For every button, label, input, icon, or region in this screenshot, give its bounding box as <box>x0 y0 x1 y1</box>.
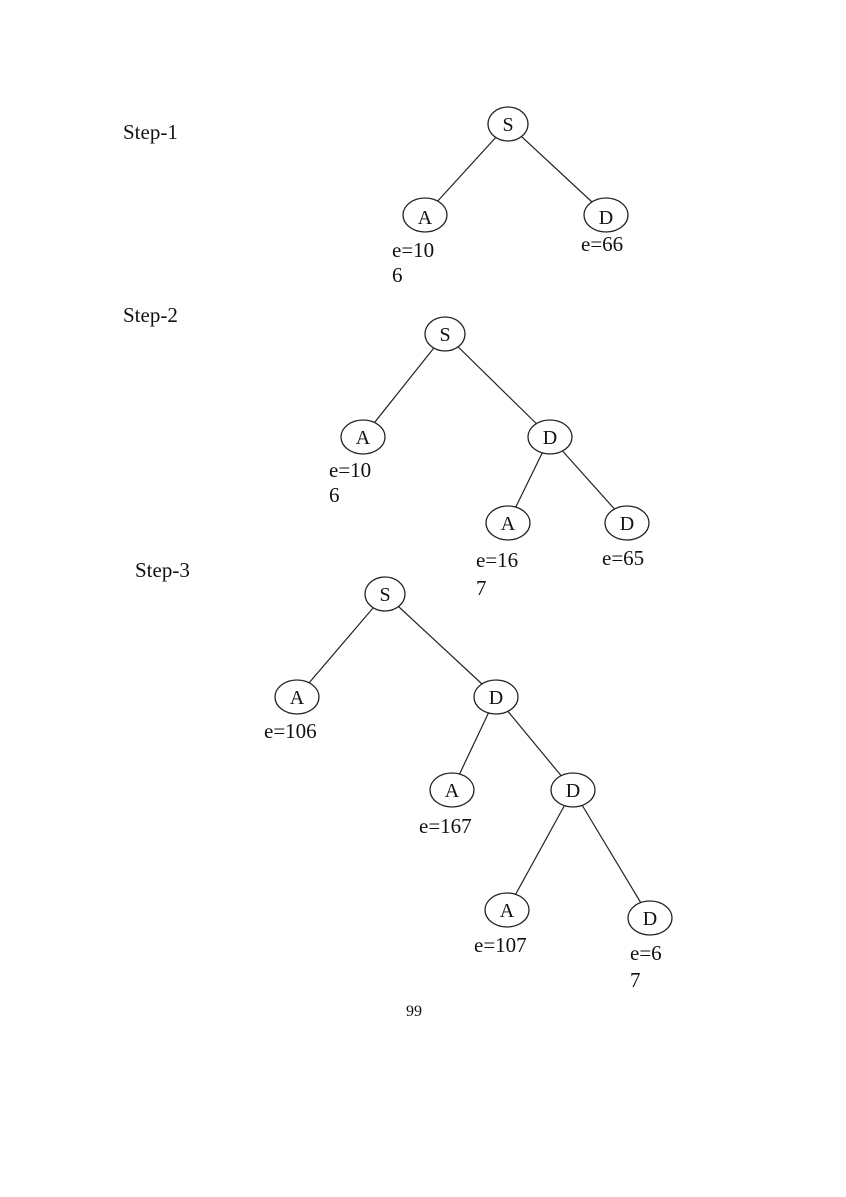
cost-annotation: e=107 <box>474 933 527 957</box>
node-a <box>485 505 531 541</box>
node-d <box>604 505 650 541</box>
node-label: A <box>501 513 516 535</box>
cost-annotation: e=6 <box>630 941 662 965</box>
node-s <box>424 316 466 352</box>
node-label: A <box>418 207 433 229</box>
node-a <box>402 197 448 233</box>
node-label: D <box>620 513 634 535</box>
node-d <box>550 772 596 808</box>
edge <box>444 333 551 438</box>
node-label: A <box>290 687 305 709</box>
node-label: S <box>502 114 513 136</box>
node-d <box>527 419 573 455</box>
edge <box>495 696 574 791</box>
node-d <box>627 900 673 936</box>
cost-annotation: 6 <box>392 263 403 287</box>
edge <box>507 123 607 216</box>
node-label: S <box>379 584 390 606</box>
node-a <box>340 419 386 455</box>
step-2-label: Step-2 <box>123 303 178 327</box>
node-label: S <box>439 324 450 346</box>
step-3-label: Step-3 <box>135 558 190 582</box>
edge <box>296 593 386 698</box>
edge <box>362 333 446 438</box>
node-label: D <box>599 207 613 229</box>
node-d <box>473 679 519 715</box>
node-a <box>484 892 530 928</box>
node-label: D <box>566 780 580 802</box>
cost-annotation: e=10 <box>329 458 372 482</box>
node-d <box>583 197 629 233</box>
cost-annotation: e=16 <box>476 548 519 572</box>
node-a <box>429 772 475 808</box>
node-s <box>364 576 406 612</box>
page-number: 99 <box>406 1003 422 1020</box>
cost-annotation: e=66 <box>581 232 624 256</box>
cost-annotation: e=167 <box>419 814 472 838</box>
node-label: A <box>500 900 515 922</box>
node-label: D <box>489 687 503 709</box>
cost-annotation: e=65 <box>602 546 645 570</box>
node-label: A <box>356 427 371 449</box>
edge <box>506 789 574 911</box>
step-1-label: Step-1 <box>123 120 178 144</box>
edge <box>384 593 497 698</box>
cost-annotation: e=106 <box>264 719 317 743</box>
edge <box>424 123 509 216</box>
node-a <box>274 679 320 715</box>
node-s <box>487 106 529 142</box>
cost-annotation: 6 <box>329 483 340 507</box>
node-label: A <box>445 780 460 802</box>
edge <box>572 789 651 919</box>
cost-annotation: 7 <box>630 968 641 992</box>
cost-annotation: e=10 <box>392 238 435 262</box>
node-label: D <box>543 427 557 449</box>
node-label: D <box>643 908 657 930</box>
cost-annotation: 7 <box>476 576 487 600</box>
